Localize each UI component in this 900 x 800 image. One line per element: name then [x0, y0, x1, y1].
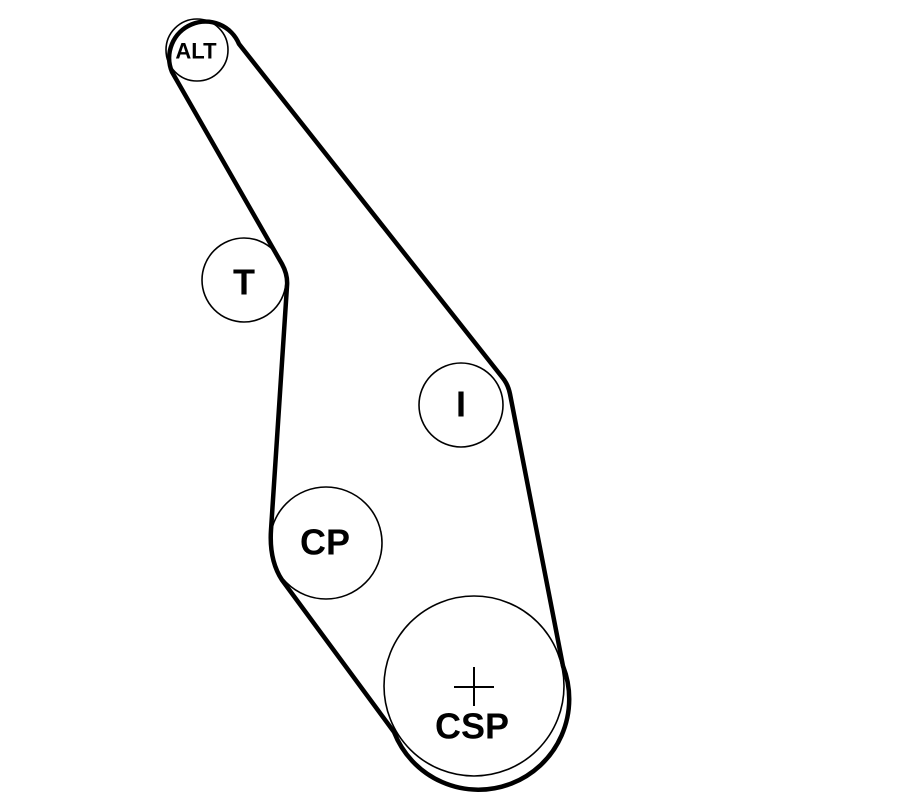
idler-label: I — [456, 384, 466, 425]
tensioner-label: T — [233, 262, 255, 303]
drive-belt — [166, 19, 572, 792]
coolant-pump-label: CP — [300, 522, 350, 563]
alt-label: ALT — [175, 39, 217, 64]
idler-pulley — [418, 362, 504, 448]
crankshaft-label: CSP — [435, 706, 509, 747]
alt-pulley — [165, 18, 229, 82]
